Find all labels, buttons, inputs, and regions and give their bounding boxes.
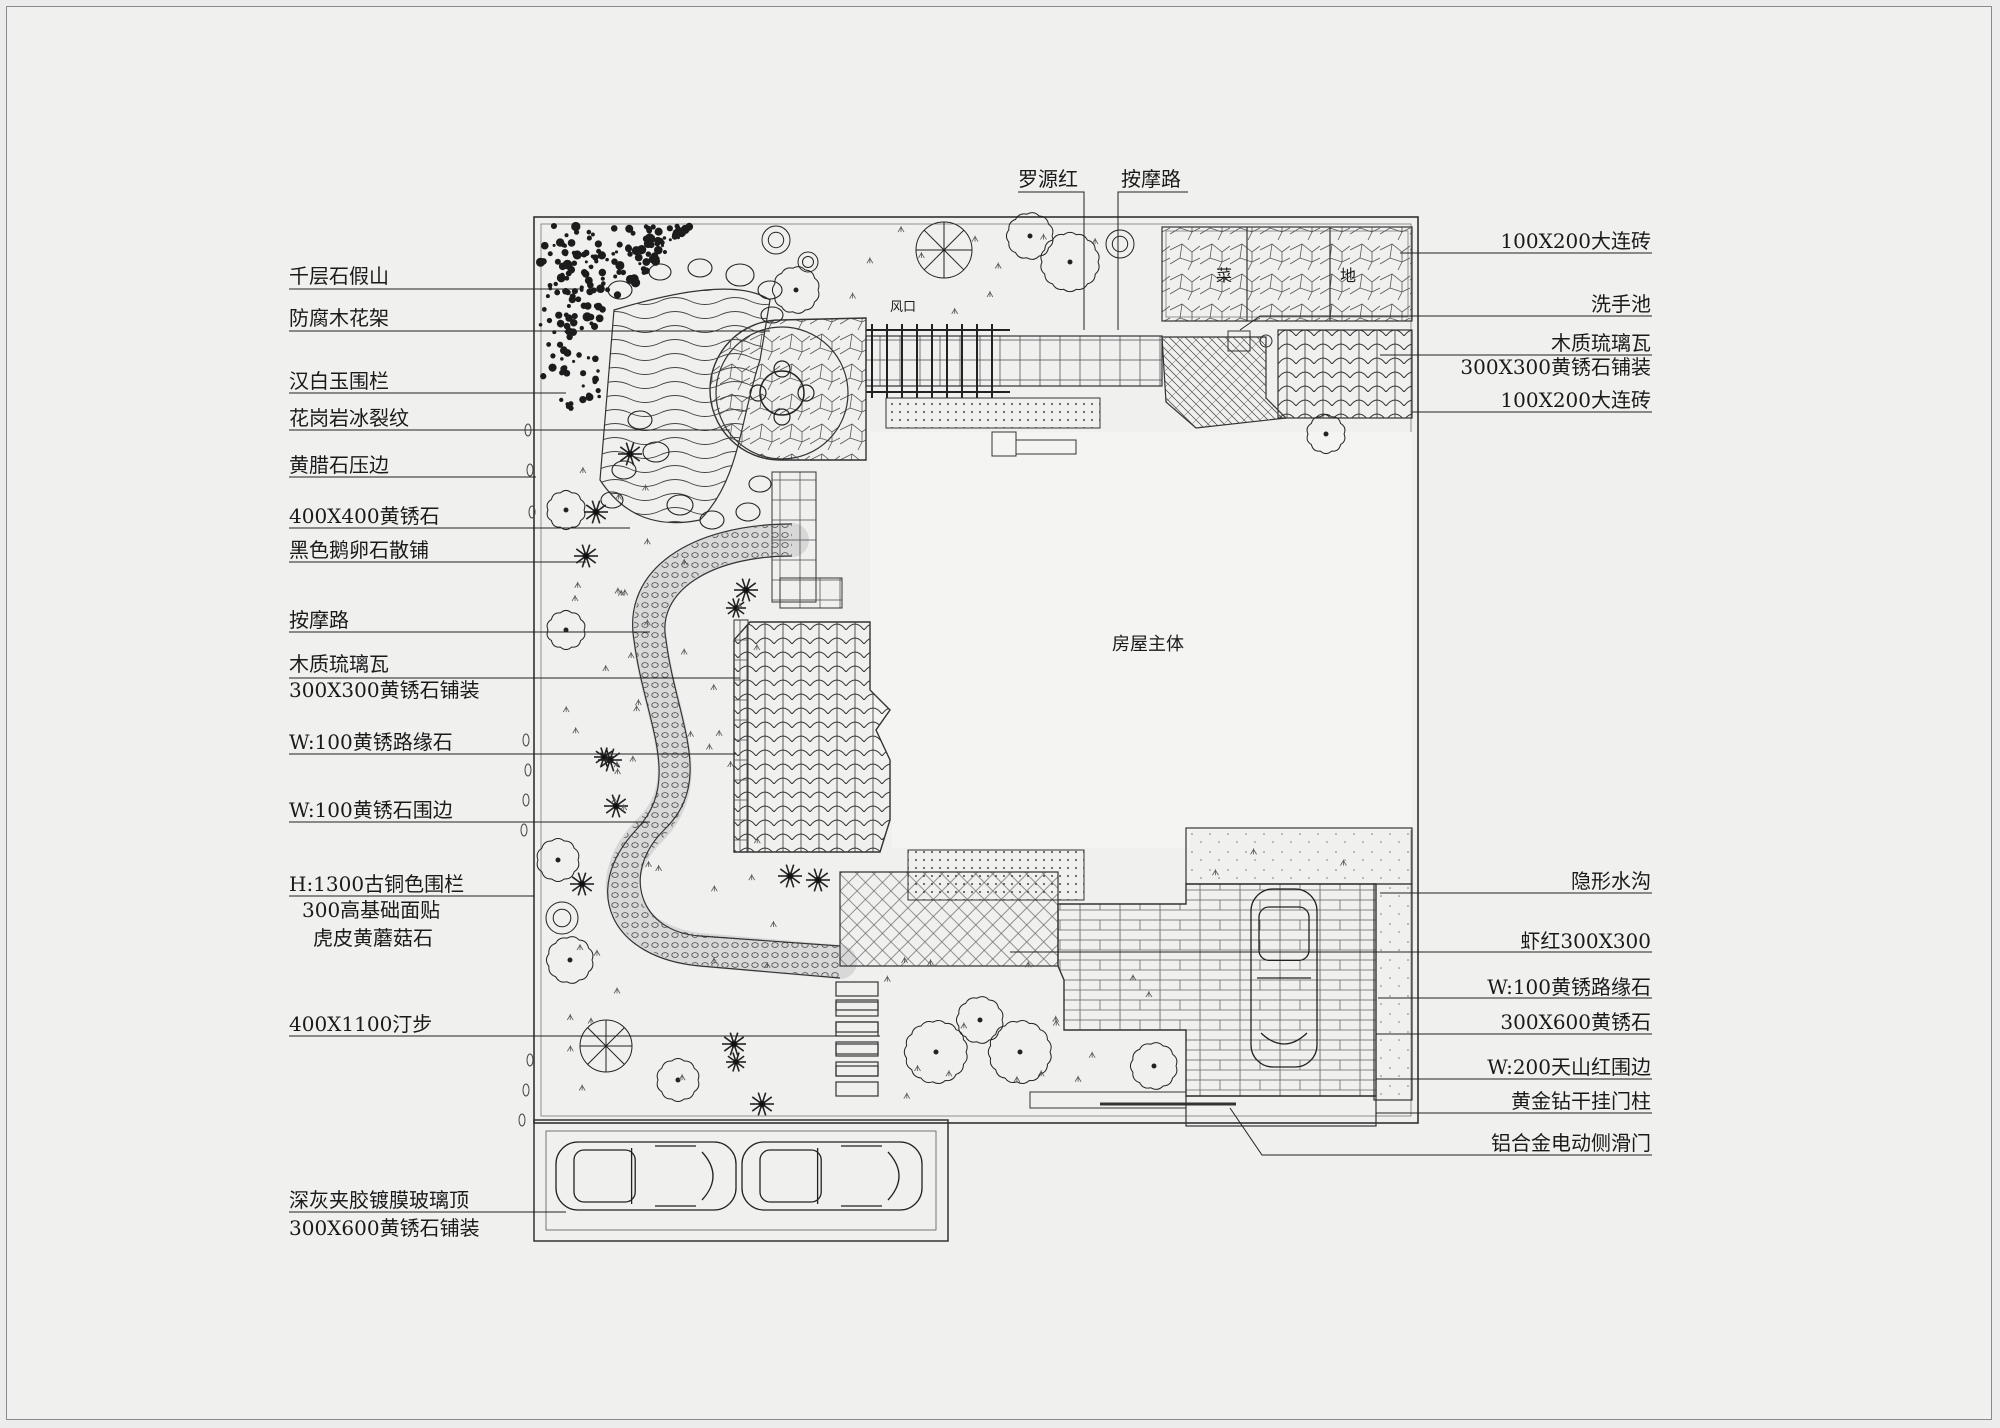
label-curb-rust-right: W:100黄锈路缘石 <box>1487 975 1651 999</box>
label-fence-1: H:1300古铜色围栏 <box>289 872 465 896</box>
label-carport-2: 300X600黄锈石铺装 <box>289 1216 480 1240</box>
leader-lines <box>289 191 1652 1213</box>
label-curb-rust: W:100黄锈路缘石 <box>289 730 453 754</box>
label-shrimp-red: 虾红300X300 <box>1520 929 1651 953</box>
label-black-pebble: 黑色鹅卵石散铺 <box>289 538 429 562</box>
label-wood-tile-left-2: 300X300黄锈石铺装 <box>289 678 480 702</box>
label-edge-rust: W:100黄锈石围边 <box>289 798 453 822</box>
veg-plot-label-2: 地 <box>1340 266 1357 285</box>
label-brick-100x200-b: 100X200大连砖 <box>1500 388 1651 412</box>
label-wood-tile-right-2: 300X300黄锈石铺装 <box>1460 355 1651 379</box>
grass-marks <box>562 226 1347 1099</box>
label-granite-ice: 花岗岩冰裂纹 <box>289 406 409 430</box>
cobble-massage-path <box>607 525 842 977</box>
label-hidden-drain: 隐形水沟 <box>1571 869 1651 893</box>
label-yellow-wax-edge: 黄腊石压边 <box>289 453 389 477</box>
label-massage-path-left: 按摩路 <box>289 608 349 632</box>
label-luoyuan-red: 罗源红 <box>1018 167 1078 191</box>
label-rust-300x600: 300X600黄锈石 <box>1500 1010 1651 1034</box>
house-footprint <box>870 432 1412 848</box>
veg-plot-label-1: 菜 <box>1216 266 1233 285</box>
label-white-jade-railing: 汉白玉围栏 <box>289 369 389 393</box>
label-wash-basin: 洗手池 <box>1591 292 1651 316</box>
label-massage-path-top: 按摩路 <box>1121 167 1181 191</box>
label-wood-tile-right-1: 木质琉璃瓦 <box>1551 331 1651 355</box>
pavilion-label: 风口 <box>890 300 917 315</box>
site-boundary <box>533 216 1419 1124</box>
label-fence-3: 虎皮黄蘑菇石 <box>313 926 433 950</box>
label-gate-post: 黄金钻干挂门柱 <box>1511 1089 1651 1113</box>
label-stepping: 400X1100汀步 <box>289 1012 433 1036</box>
brick-paving-top <box>1161 336 1288 429</box>
plant-symbols <box>518 212 1346 1127</box>
stepping-stones-400x1100 <box>835 981 879 1097</box>
label-rust-400: 400X400黄锈石 <box>289 504 440 528</box>
label-brick-100x200-a: 100X200大连砖 <box>1500 229 1651 253</box>
pergola-walk <box>865 324 1163 457</box>
vegetable-plots <box>1161 226 1413 322</box>
house-label: 房屋主体 <box>1112 634 1184 655</box>
label-rockery: 千层石假山 <box>289 264 389 288</box>
label-edge-tianshan: W:200天山红围边 <box>1487 1055 1651 1079</box>
label-fence-2: 300高基础面贴 <box>302 898 441 922</box>
pond <box>599 288 771 524</box>
cars <box>555 888 1318 1211</box>
label-carport-1: 深灰夹胶镀膜玻璃顶 <box>289 1188 469 1212</box>
label-pergola: 防腐木花架 <box>289 306 389 330</box>
label-wood-tile-left-1: 木质琉璃瓦 <box>289 652 389 676</box>
wood-tile-roof-top <box>1277 329 1413 419</box>
label-sliding-gate: 铝合金电动侧滑门 <box>1491 1131 1651 1155</box>
rockery-foliage <box>535 221 694 411</box>
carport-outline <box>533 1119 949 1242</box>
wood-tile-roof-middle <box>733 621 891 853</box>
driveway <box>1029 827 1413 1127</box>
